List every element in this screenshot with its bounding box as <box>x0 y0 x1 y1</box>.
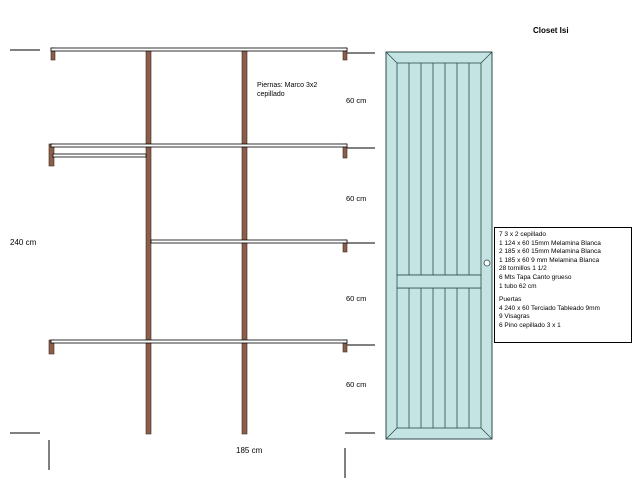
dim-label-section-1: 60 cm <box>346 96 367 105</box>
dim-label-section-4: 60 cm <box>346 380 367 389</box>
door-knob-icon <box>483 259 491 267</box>
door-planks <box>408 63 470 428</box>
materials-list-box: 7 3 x 2 cepillado 1 124 x 60 15mm Melami… <box>494 227 632 343</box>
door-material-line: 9 Visagras <box>499 313 530 321</box>
dimension-lines <box>10 49 375 478</box>
shelf-1 <box>50 143 348 148</box>
hanging-rod <box>52 153 147 158</box>
door-panel <box>385 51 493 440</box>
drawing-title: Closet Isi <box>533 26 569 35</box>
material-line: 1 tubo 62 cm <box>499 282 537 290</box>
legs-note: Piernas: Marco 3x2 cepillado <box>257 82 318 98</box>
rod <box>52 153 147 158</box>
material-line: 1 124 x 60 15mm Melamina Blanca <box>499 239 601 247</box>
material-line: 1 185 x 60 9 mm Melamina Blanca <box>499 256 600 264</box>
dim-label-width: 185 cm <box>236 446 263 455</box>
material-line: 6 Mts Tapa Canto grueso <box>499 273 572 281</box>
material-line: 7 3 x 2 cepillado <box>499 231 546 238</box>
door-middle-rail <box>396 274 482 289</box>
shelf-2 <box>150 239 348 244</box>
door-bevel-lines <box>385 51 493 440</box>
material-line: 28 tornillos 1 1/2 <box>499 265 547 273</box>
shelves <box>50 47 348 344</box>
door-material-line: 4 240 x 60 Terciado Tableado 9mm <box>499 304 600 312</box>
leg-center-left <box>145 49 152 435</box>
door <box>385 51 493 440</box>
shelf-3 <box>50 339 348 344</box>
material-line: 2 185 x 60 15mm Melamina Blanca <box>499 248 601 256</box>
shelf-top <box>50 47 348 52</box>
dim-label-section-2: 60 cm <box>346 194 367 203</box>
door-material-line: 6 Pino cepillado 3 x 1 <box>499 321 561 329</box>
dim-label-section-3: 60 cm <box>346 294 367 303</box>
doors-heading: Puertas <box>499 296 522 304</box>
dim-label-height: 240 cm <box>10 238 37 247</box>
